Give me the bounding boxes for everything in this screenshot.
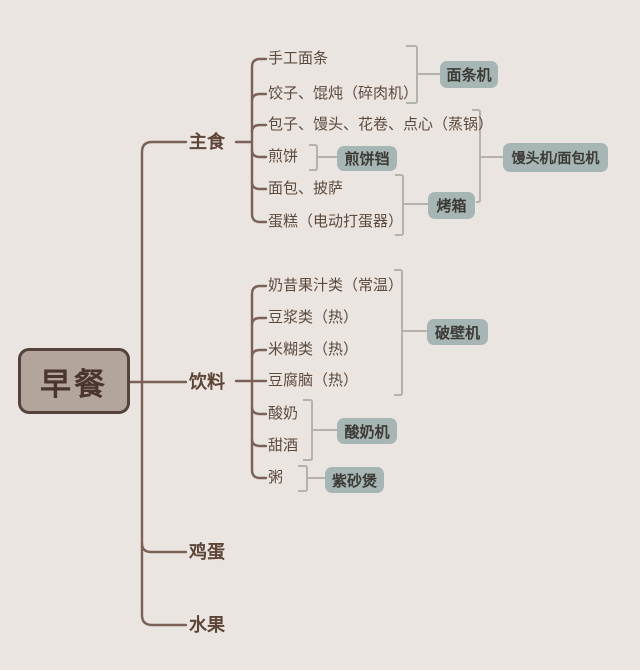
staple-leaf-hook bbox=[250, 123, 268, 134]
leaf-cake: 蛋糕（电动打蛋器） bbox=[268, 213, 404, 230]
clay-pot-bracket bbox=[298, 465, 308, 492]
leaf-porridge: 粥 bbox=[268, 469, 284, 486]
drinks-leaf-hook bbox=[250, 437, 268, 448]
appliance-bread-machine: 馒头机/面包机 bbox=[503, 143, 608, 172]
spine-line bbox=[140, 140, 188, 627]
leaf-dumplings-wontons: 饺子、馄炖（碎肉机） bbox=[268, 85, 419, 102]
branch-fruit: 水果 bbox=[189, 615, 225, 635]
staple-leaf-hook bbox=[250, 57, 268, 69]
appliance-oven: 烤箱 bbox=[428, 192, 475, 219]
drinks-leaf-hook bbox=[250, 405, 268, 416]
leaf-milkshake-juice: 奶昔果汁类（常温） bbox=[268, 277, 404, 294]
staple-leaf-hook bbox=[250, 180, 268, 191]
appliance-clay-pot: 紫砂煲 bbox=[325, 467, 384, 493]
leaf-buns-steamed: 包子、馒头、花卷、点心（蒸锅） bbox=[268, 116, 494, 133]
branch-drinks: 饮料 bbox=[189, 372, 225, 392]
eggs-branch-line bbox=[140, 541, 188, 554]
leaf-rice-paste: 米糊类（热） bbox=[268, 341, 359, 358]
staple-leaf-hook bbox=[250, 148, 268, 159]
appliance-blender: 破壁机 bbox=[427, 319, 488, 345]
drinks-leaf-hook bbox=[250, 284, 268, 296]
appliance-yogurt-maker: 酸奶机 bbox=[337, 418, 397, 444]
branch-eggs: 鸡蛋 bbox=[189, 542, 225, 562]
leaf-soymilk: 豆浆类（热） bbox=[268, 309, 359, 326]
branch-staple: 主食 bbox=[189, 132, 225, 152]
leaf-handmade-noodles: 手工面条 bbox=[268, 50, 329, 67]
appliance-noodle-machine: 面条机 bbox=[440, 61, 498, 88]
blender-bracket bbox=[394, 269, 403, 396]
drinks-leaf-hook bbox=[250, 348, 268, 359]
leaf-sweet-wine: 甜酒 bbox=[268, 437, 299, 454]
appliance-pancake-griddle: 煎饼铛 bbox=[337, 146, 397, 171]
leaf-bread-pizza: 面包、披萨 bbox=[268, 180, 344, 197]
drinks-leaf-hook bbox=[250, 316, 268, 327]
pancake-griddle-bracket bbox=[309, 144, 318, 171]
yogurt-maker-bracket bbox=[303, 399, 313, 461]
drinks-leaf-hook bbox=[250, 468, 268, 480]
leaf-yogurt: 酸奶 bbox=[268, 405, 299, 422]
staple-leaf-hook bbox=[250, 92, 268, 103]
leaf-tofu-pudding: 豆腐脑（热） bbox=[268, 372, 359, 389]
root-node-breakfast: 早餐 bbox=[18, 348, 130, 414]
leaf-pancake: 煎饼 bbox=[268, 148, 299, 165]
staple-leaf-hook bbox=[250, 212, 268, 224]
